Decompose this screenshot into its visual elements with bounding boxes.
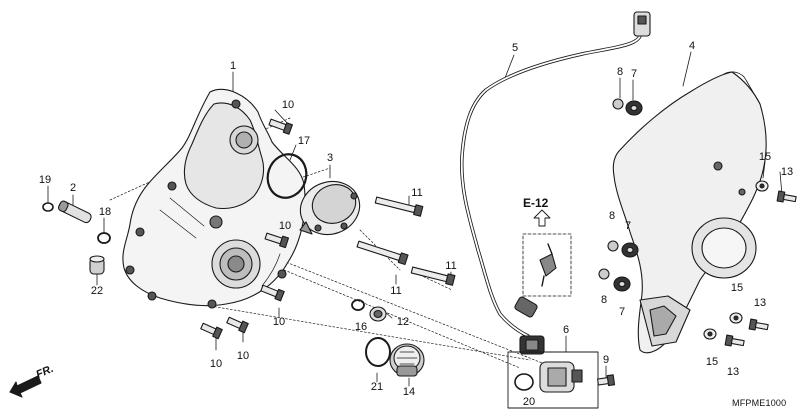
callout-13c: 13 [726,366,740,378]
callout-6: 6 [562,324,570,336]
callout-7c: 7 [618,306,626,318]
front-arrow-icon [9,375,42,398]
bolt-10-low [260,284,285,302]
callout-9: 9 [602,354,610,366]
callout-2: 2 [69,182,77,194]
reference-label-e12: E-12 [523,196,549,210]
bolt-11-b [356,240,409,266]
callout-15b: 15 [730,282,744,294]
bolt-10-bottom-a [200,322,223,340]
cover-cap-3 [299,180,361,236]
o-ring-16 [351,299,365,311]
callout-13a: 13 [780,166,794,178]
sensor-6 [507,351,599,409]
callout-18: 18 [98,206,112,218]
callout-10a: 10 [281,99,295,111]
callout-8b: 8 [608,210,616,222]
callout-1: 1 [229,60,237,72]
washers-bolts-right [703,180,797,347]
callout-3: 3 [326,152,334,164]
callout-22: 22 [90,285,104,297]
callout-16: 16 [354,321,368,333]
wire-harness-5 [459,11,651,355]
grommets [598,98,643,292]
callout-12: 12 [396,316,410,328]
callout-7b: 7 [624,220,632,232]
bolt-10-bottom-b [226,316,249,334]
callout-15a: 15 [758,151,772,163]
callout-10c: 10 [272,316,286,328]
o-ring-18 [97,232,111,244]
bolt-10-mid [264,232,290,249]
callout-7a: 7 [630,68,638,80]
o-ring-17 [266,153,308,199]
bolt-9 [597,374,616,387]
washer-19 [42,202,54,212]
callout-13b: 13 [753,297,767,309]
callout-15c: 15 [705,356,719,368]
callout-17: 17 [297,135,311,147]
callout-10b: 10 [278,220,292,232]
callout-20: 20 [522,396,536,408]
bolts [200,118,456,340]
left-crankcase-cover [122,88,306,309]
callout-8c: 8 [600,294,608,306]
dowel-22 [89,255,105,275]
bolt-10-top [268,118,293,135]
callout-11c: 11 [445,260,457,272]
callout-5: 5 [511,42,519,54]
o-ring-21 [365,337,391,367]
cap-14 [389,343,425,377]
bolt-11-a [374,196,424,217]
callout-14: 14 [402,386,416,398]
callout-10e: 10 [236,350,250,362]
dowel-pin-2 [57,200,92,224]
callout-11b: 11 [390,285,402,297]
bolt-11-c [410,266,456,286]
callout-4: 4 [688,40,696,52]
callout-19: 19 [38,174,52,186]
sprocket-cover-4 [612,71,767,354]
callout-8a: 8 [616,66,624,78]
callout-21: 21 [370,381,384,393]
callout-11a: 11 [411,187,423,199]
diagram-code: MFPME1000 [732,398,787,408]
callout-10d: 10 [209,358,223,370]
e12-reference-box [522,209,572,297]
plug-12 [369,306,387,322]
